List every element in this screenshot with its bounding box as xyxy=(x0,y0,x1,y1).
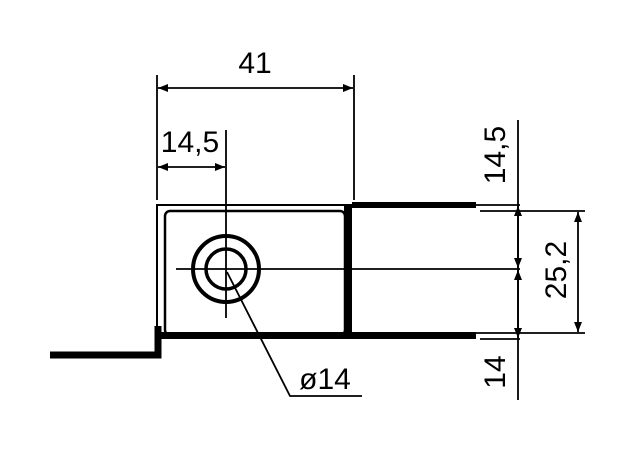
dimension-hole-offset-label: 14,5 xyxy=(161,126,219,159)
hole xyxy=(176,130,520,318)
dimension-width xyxy=(156,75,355,200)
dimension-vertical-chain xyxy=(514,120,582,400)
diameter-leader xyxy=(226,271,362,397)
bracket-part xyxy=(50,202,585,359)
dimension-diameter-label: ø14 xyxy=(299,363,351,396)
dimension-top-label: 14,5 xyxy=(479,126,512,184)
dimension-bottom-label: 14 xyxy=(479,355,512,388)
dimension-height-label: 25,2 xyxy=(540,241,573,299)
dimension-width-label: 41 xyxy=(238,47,271,80)
